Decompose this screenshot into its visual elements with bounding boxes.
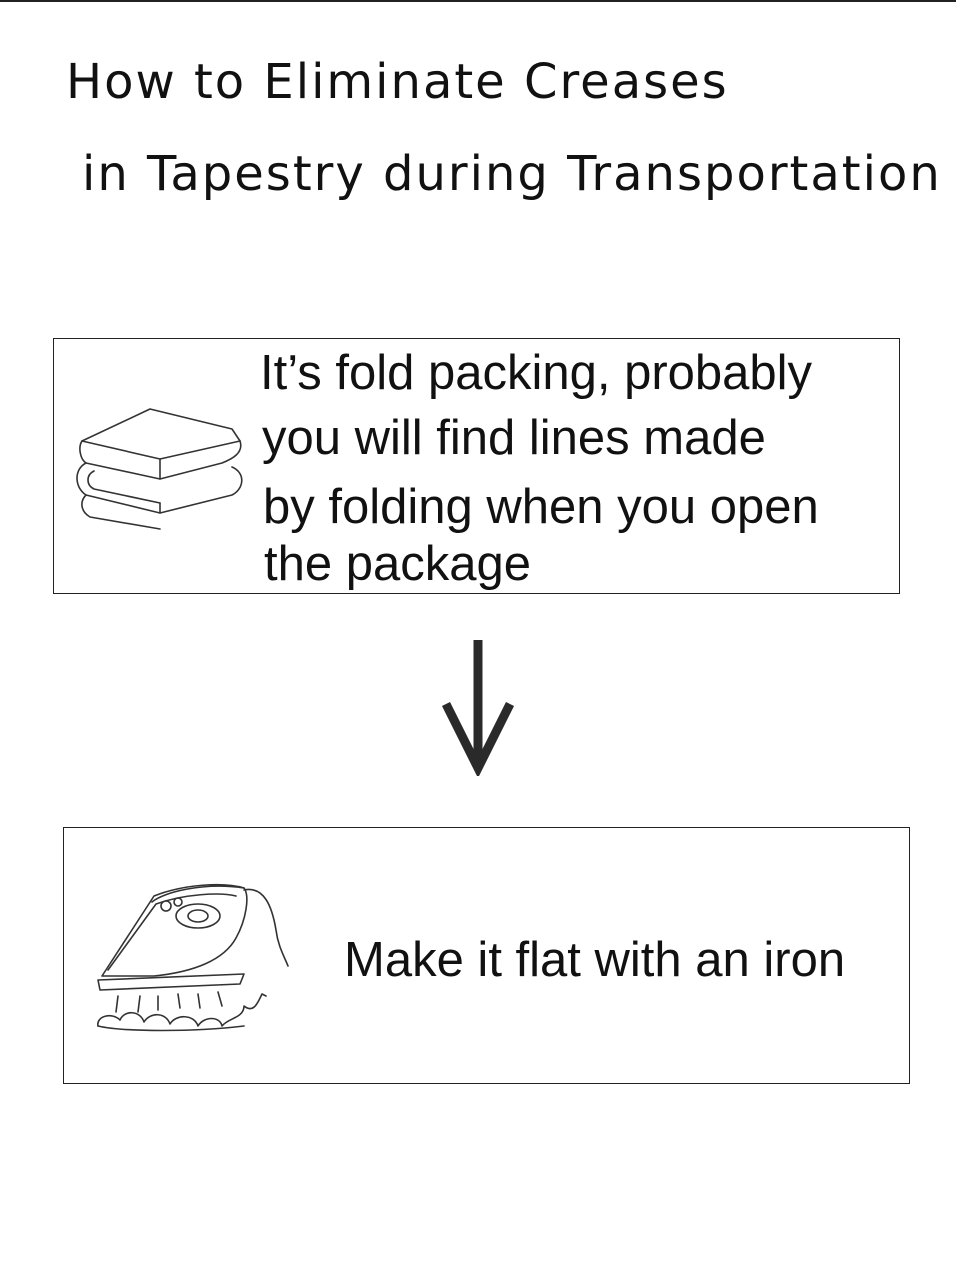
step-box-fold-packing: It’s fold packing, probably you will fin…	[53, 338, 900, 594]
top-rule	[0, 0, 956, 2]
iron-icon	[94, 876, 294, 1050]
step1-text-line-2: you will find lines made	[262, 411, 766, 465]
down-arrow-icon	[440, 640, 516, 780]
step1-text-line-4: the package	[264, 537, 531, 591]
step-box-iron: Make it flat with an iron	[63, 827, 910, 1084]
folded-cloth-icon	[72, 401, 252, 535]
title-line-1: How to Eliminate Creases	[66, 54, 729, 110]
step2-text: Make it flat with an iron	[344, 933, 846, 987]
step1-text-line-3: by folding when you open	[263, 480, 819, 534]
step1-text-line-1: It’s fold packing, probably	[260, 346, 813, 400]
title-line-2: in Tapestry during Transportation	[82, 146, 942, 202]
